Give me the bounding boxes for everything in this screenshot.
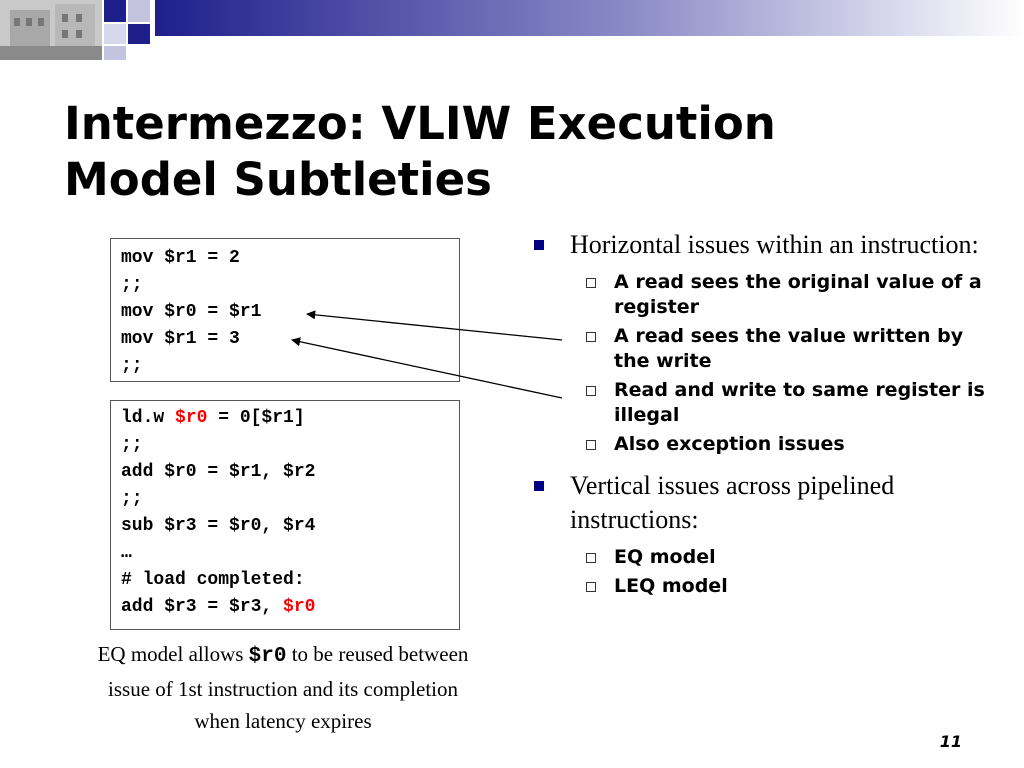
- code-line: …: [121, 543, 132, 563]
- hollow-square-bullet-icon: [586, 386, 596, 396]
- code-line: ld.w $r0 = 0[$r1]: [121, 405, 459, 432]
- code-line: ;;: [121, 489, 143, 509]
- bullet-horizontal-issues: Horizontal issues within an instruction:: [532, 228, 1002, 262]
- code-box-horizontal: mov $r1 = 2 ;; mov $r0 = $r1 mov $r1 = 3…: [110, 238, 460, 382]
- code-line: add $r0 = $r1, $r2: [121, 462, 316, 482]
- sub-bullet-text: A read sees the original value of a regi…: [614, 271, 982, 318]
- sub-bullet: EQ model: [532, 545, 1002, 570]
- sub-bullet-text: Read and write to same register is illeg…: [614, 379, 985, 426]
- square-bullet-icon: [534, 481, 544, 491]
- square-bullet-icon: [534, 240, 544, 250]
- code-line: sub $r3 = $r0, $r4: [121, 516, 316, 536]
- slide-title-line-2: Model Subtleties: [64, 153, 492, 206]
- hollow-square-bullet-icon: [586, 553, 596, 563]
- sub-bullet: A read sees the value written by the wri…: [532, 324, 1002, 374]
- caption-text: EQ model allows: [97, 642, 249, 666]
- sub-bullet-text: A read sees the value written by the wri…: [614, 325, 964, 372]
- code-line: # load completed:: [121, 570, 305, 590]
- hollow-square-bullet-icon: [586, 582, 596, 592]
- building-photo: [0, 0, 102, 60]
- code-line: mov $r0 = $r1: [121, 302, 262, 322]
- bullet-list: Horizontal issues within an instruction:…: [532, 228, 1002, 599]
- code-text: ld.w: [121, 408, 176, 428]
- code-line: mov $r1 = 2: [121, 248, 240, 268]
- sub-bullet: LEQ model: [532, 574, 1002, 599]
- code-line: ;;: [121, 275, 143, 295]
- caption: EQ model allows $r0 to be reused between…: [88, 638, 478, 737]
- sub-bullet-text: Also exception issues: [614, 433, 845, 455]
- sub-bullet: A read sees the original value of a regi…: [532, 270, 1002, 320]
- decorative-squares: [104, 0, 150, 60]
- bullet-text: Horizontal issues within an instruction:: [570, 230, 979, 259]
- hollow-square-bullet-icon: [586, 278, 596, 288]
- code-line: ;;: [121, 435, 143, 455]
- code-line: add $r3 = $r3, $r0: [121, 594, 459, 621]
- sub-bullet: Also exception issues: [532, 432, 1002, 457]
- code-text: add $r3 = $r3,: [121, 597, 284, 617]
- code-line: ;;: [121, 356, 143, 376]
- code-box-vertical: ld.w $r0 = 0[$r1] ;; add $r0 = $r1, $r2 …: [110, 400, 460, 630]
- caption-text: to be reused between issue of 1st instru…: [108, 642, 469, 733]
- bullet-text: Vertical issues across pipelined instruc…: [570, 471, 895, 534]
- slide-title-line-1: Intermezzo: VLIW Execution: [64, 97, 776, 150]
- hollow-square-bullet-icon: [586, 440, 596, 450]
- sub-bullet: Read and write to same register is illeg…: [532, 378, 1002, 428]
- highlighted-register: $r0: [283, 597, 316, 617]
- hollow-square-bullet-icon: [586, 332, 596, 342]
- sub-bullet-text: EQ model: [614, 546, 716, 568]
- highlighted-register: $r0: [175, 408, 208, 428]
- bullet-vertical-issues: Vertical issues across pipelined instruc…: [532, 469, 1002, 537]
- code-line: mov $r1 = 3: [121, 329, 240, 349]
- code-text: = 0[$r1]: [207, 408, 305, 428]
- slide-title: Intermezzo: VLIW Execution Model Subtlet…: [64, 96, 964, 208]
- caption-code: $r0: [248, 645, 287, 668]
- header-banner: [0, 0, 1024, 60]
- page-number: 11: [939, 732, 962, 751]
- sub-bullet-text: LEQ model: [614, 575, 728, 597]
